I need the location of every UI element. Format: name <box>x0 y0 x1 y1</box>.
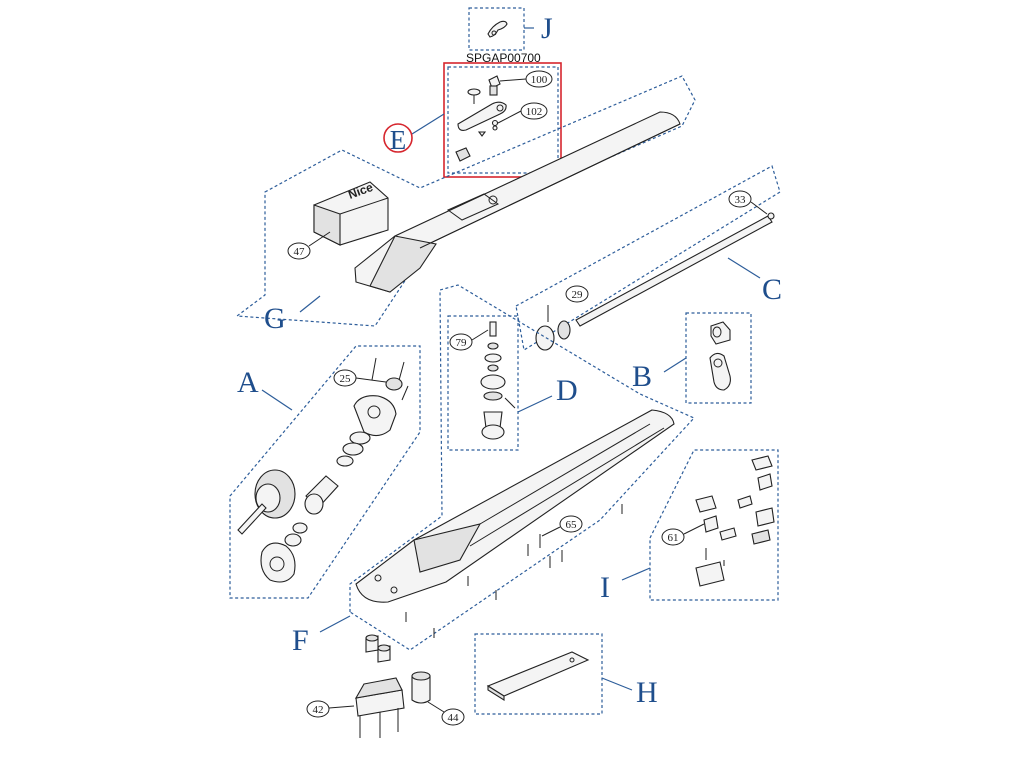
group-letter-a: A <box>237 366 259 399</box>
housing-base-part <box>355 409 675 603</box>
callout-100-label: 100 <box>531 74 548 86</box>
loose-parts[interactable]: 42 44 <box>306 634 465 738</box>
group-a[interactable]: 25 A <box>229 345 421 599</box>
kit-code-label: SPGAP00700 <box>466 51 541 65</box>
callout-79 <box>449 333 473 351</box>
callout-44 <box>441 708 465 726</box>
release-lever-parts <box>455 75 507 162</box>
group-f-box <box>349 284 696 651</box>
callout-33-label: 33 <box>735 194 747 206</box>
callout-61 <box>661 528 685 546</box>
callout-44-label: 44 <box>448 712 460 724</box>
group-e-highlight-box <box>443 62 562 178</box>
callout-102-label: 102 <box>526 106 543 118</box>
group-g-box <box>235 75 696 327</box>
group-letter-j: J <box>541 12 553 45</box>
cover-part: Nice <box>313 180 389 246</box>
group-letter-e: E <box>390 125 407 155</box>
key-part <box>487 20 508 38</box>
group-letter-d: D <box>556 374 578 407</box>
plate-part <box>486 651 590 701</box>
group-e-letter-circle <box>383 123 413 153</box>
group-letter-b: B <box>632 360 652 393</box>
group-h-box <box>474 633 603 715</box>
motor-gearbox-parts <box>237 357 409 583</box>
callout-25-label: 25 <box>340 373 352 385</box>
screws-part <box>405 504 623 638</box>
callout-29 <box>565 285 589 303</box>
group-j[interactable]: J <box>468 7 553 51</box>
group-e[interactable]: 100 102 E <box>383 62 562 178</box>
housing-top-part <box>354 111 681 293</box>
group-c[interactable]: 33 29 C <box>515 165 782 351</box>
group-h[interactable]: H <box>474 633 658 715</box>
callout-61-label: 61 <box>668 532 679 544</box>
callout-33 <box>728 190 752 208</box>
callout-42-label: 42 <box>313 704 324 716</box>
callout-47 <box>287 242 311 260</box>
group-letter-i: I <box>600 571 610 604</box>
terminal-block-part <box>354 677 405 738</box>
group-c-box <box>515 165 781 351</box>
group-d-box <box>447 315 519 451</box>
group-letter-h: H <box>636 676 658 709</box>
group-letter-c: C <box>762 273 782 306</box>
gear-stack-parts <box>480 321 516 440</box>
callout-29-label: 29 <box>572 289 584 301</box>
group-b[interactable]: B <box>632 312 752 404</box>
group-letter-g: G <box>264 302 286 335</box>
callout-65-label: 65 <box>566 519 578 531</box>
callout-47-label: 47 <box>294 246 306 258</box>
group-j-box <box>468 7 525 51</box>
group-f[interactable]: 65 F <box>292 284 696 657</box>
group-e-box <box>447 66 559 174</box>
group-i[interactable]: 61 I <box>600 449 779 604</box>
limit-switch-parts <box>695 455 775 587</box>
callout-79-label: 79 <box>456 337 468 349</box>
caps-part <box>365 634 391 663</box>
group-letter-f: F <box>292 624 309 657</box>
cylinder-part <box>411 671 431 704</box>
callout-42 <box>306 700 330 718</box>
callout-65 <box>559 515 583 533</box>
lead-screw-part <box>535 212 775 351</box>
group-g[interactable]: Nice 47 G <box>235 75 696 335</box>
group-a-box <box>229 345 421 599</box>
bracket-parts <box>709 321 731 391</box>
group-d[interactable]: 79 D <box>447 315 578 451</box>
